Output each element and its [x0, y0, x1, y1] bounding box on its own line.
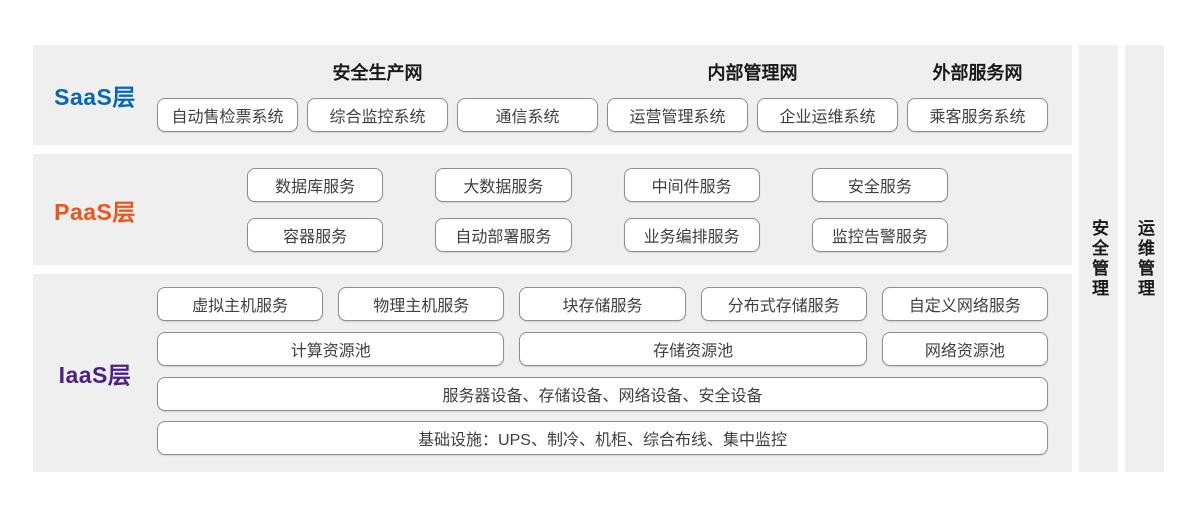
paas-box-auto-deploy: 自动部署服务 [435, 218, 572, 252]
paas-box-bigdata: 大数据服务 [435, 168, 572, 202]
paas-box-security: 安全服务 [811, 168, 948, 202]
system-box-operation-mgmt: 运营管理系统 [607, 98, 748, 132]
network-header-internal: 内部管理网 [707, 63, 798, 83]
paas-box-middleware: 中间件服务 [623, 168, 760, 202]
paas-layer-band: PaaS层 数据库服务 大数据服务 中间件服务 安全服务 容器服务 自动部署服务… [33, 154, 1072, 265]
operations-management-label: 运维管理 [1135, 218, 1154, 299]
iaas-box-compute-pool: 计算资源池 [157, 332, 505, 366]
iaas-box-custom-network: 自定义网络服务 [881, 287, 1048, 321]
saas-layer-label: SaaS层 [54, 84, 136, 110]
network-header-external: 外部服务网 [932, 63, 1023, 83]
iaas-pool-row: 计算资源池 存储资源池 网络资源池 [157, 332, 1048, 366]
iaas-box-distributed-storage: 分布式存储服务 [700, 287, 867, 321]
saas-layer-band: SaaS层 安全生产网 内部管理网 外部服务网 自动售检票系统 综合监控系统 通… [33, 45, 1072, 145]
iaas-infra-row: 基础设施：UPS、制冷、机柜、综合布线、集中监控 [157, 421, 1048, 455]
iaas-box-virtual-host: 虚拟主机服务 [157, 287, 324, 321]
security-management-label: 安全管理 [1089, 218, 1108, 299]
saas-system-row: 自动售检票系统 综合监控系统 通信系统 运营管理系统 企业运维系统 乘客服务系统 [157, 98, 1048, 132]
paas-layer-label: PaaS层 [54, 198, 136, 225]
iaas-box-physical-host: 物理主机服务 [338, 287, 505, 321]
paas-box-container: 容器服务 [247, 218, 384, 252]
iaas-box-block-storage: 块存储服务 [519, 287, 686, 321]
paas-service-row-1: 数据库服务 大数据服务 中间件服务 安全服务 [247, 168, 948, 202]
system-box-ticketing: 自动售检票系统 [157, 98, 298, 132]
iaas-device-row: 服务器设备、存储设备、网络设备、安全设备 [157, 377, 1048, 411]
network-header-production: 安全生产网 [332, 63, 423, 83]
system-box-communication: 通信系统 [457, 98, 598, 132]
iaas-box-network-pool: 网络资源池 [881, 332, 1048, 366]
iaas-box-storage-pool: 存储资源池 [519, 332, 867, 366]
operations-management-bar: 运维管理 [1125, 45, 1164, 472]
iaas-box-infrastructure: 基础设施：UPS、制冷、机柜、综合布线、集中监控 [157, 421, 1048, 455]
system-box-monitoring: 综合监控系统 [307, 98, 448, 132]
iaas-layer-band: IaaS层 虚拟主机服务 物理主机服务 块存储服务 分布式存储服务 自定义网络服… [33, 274, 1072, 472]
paas-box-orchestration: 业务编排服务 [623, 218, 760, 252]
iaas-layer-label: IaaS层 [58, 362, 132, 388]
system-box-enterprise-ops: 企业运维系统 [757, 98, 898, 132]
paas-service-row-2: 容器服务 自动部署服务 业务编排服务 监控告警服务 [247, 218, 948, 252]
layer-stack: SaaS层 安全生产网 内部管理网 外部服务网 自动售检票系统 综合监控系统 通… [33, 45, 1072, 472]
saas-network-headers: 安全生产网 内部管理网 外部服务网 [157, 63, 1048, 83]
iaas-box-devices: 服务器设备、存储设备、网络设备、安全设备 [157, 377, 1048, 411]
security-management-bar: 安全管理 [1079, 45, 1118, 472]
paas-box-database: 数据库服务 [247, 168, 384, 202]
iaas-service-row: 虚拟主机服务 物理主机服务 块存储服务 分布式存储服务 自定义网络服务 [157, 287, 1048, 321]
system-box-passenger-service: 乘客服务系统 [907, 98, 1048, 132]
paas-box-alerting: 监控告警服务 [811, 218, 948, 252]
